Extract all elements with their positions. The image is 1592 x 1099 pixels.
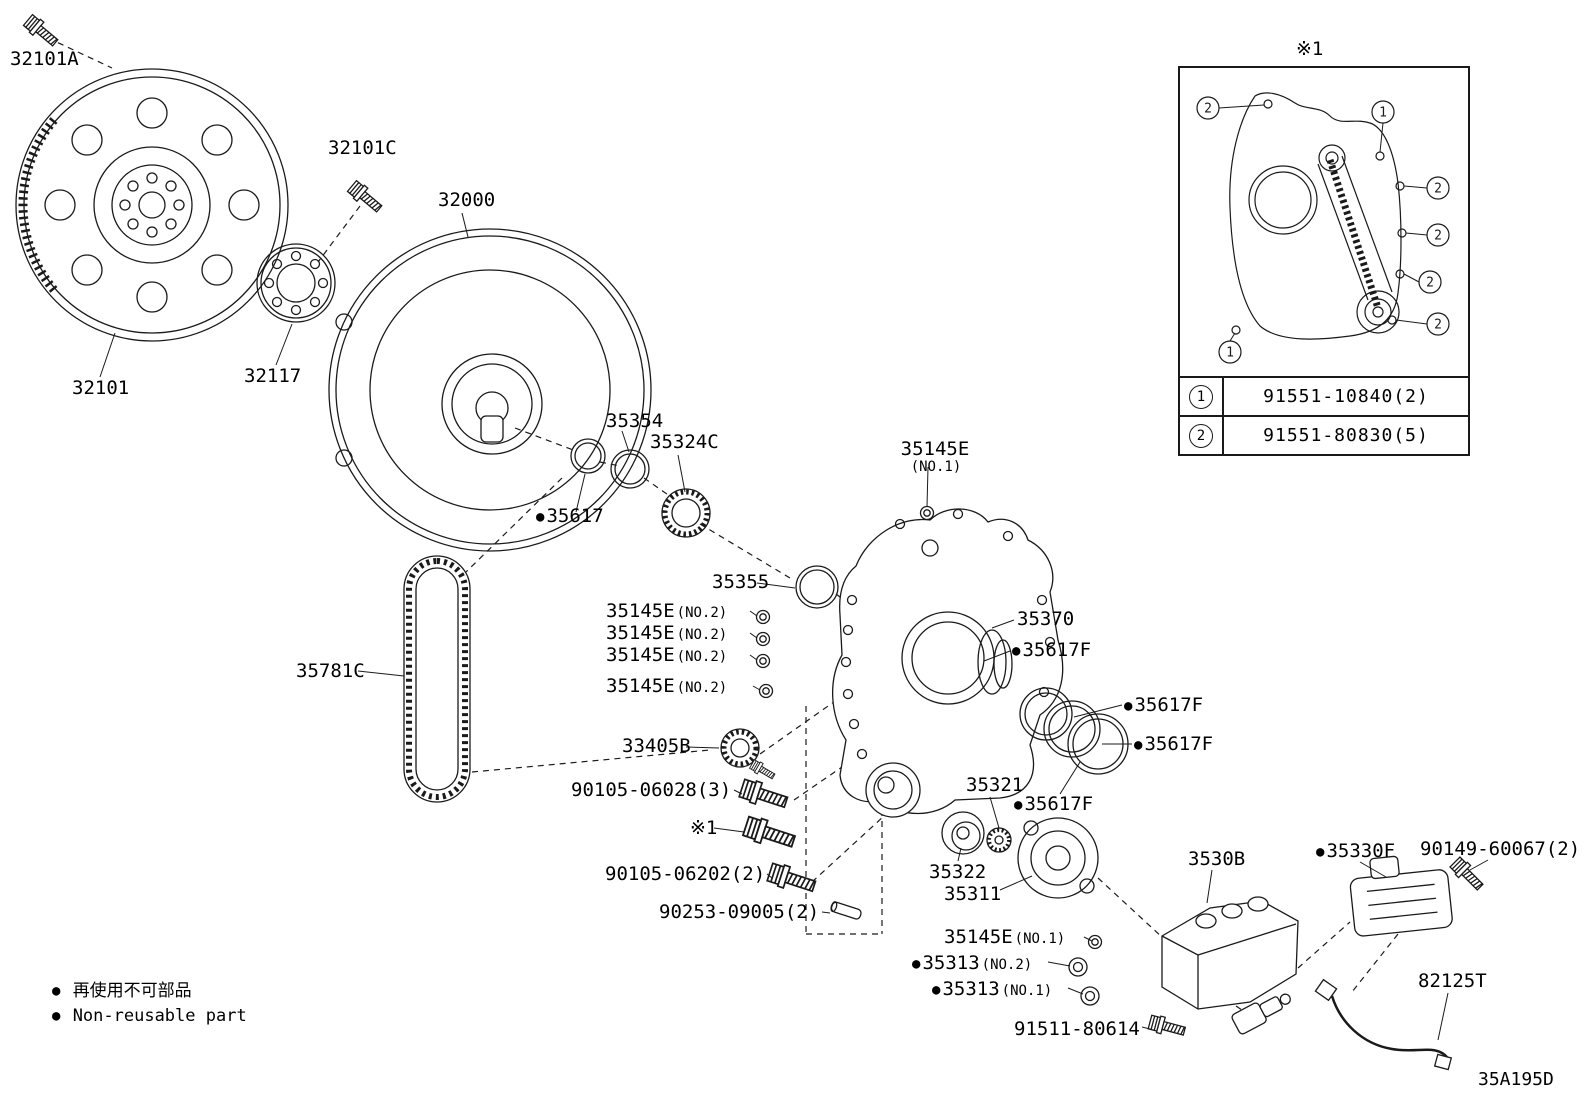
part-label-35370: 35370 [1017, 608, 1075, 630]
part-label-35311: 35311 [944, 883, 1002, 905]
spacer-32117 [256, 243, 336, 323]
pump-gear-35321 [986, 827, 1012, 853]
part-label-35617f-c: ●35617F [1134, 733, 1214, 755]
part-number-91551-80830: 91551-80830(5) [1263, 425, 1429, 446]
part-label-35145e-no2-2: 35145E(NO.2) [606, 622, 728, 644]
snap-ring-35355 [795, 565, 839, 609]
bolt-91511-80614 [1147, 1013, 1188, 1041]
drive-chain-35781c [403, 555, 471, 803]
legend-non-reusable-en: ● Non-reusable part [52, 1006, 247, 1026]
svg-text:2: 2 [1434, 318, 1442, 333]
part-label-32101a: 32101A [10, 48, 79, 70]
part-label-35145e-no2-3: 35145E(NO.2) [606, 644, 728, 666]
callout-badge-2: 2 [1189, 423, 1213, 448]
part-label-35145e-no1-top: 35145E (NO.1) [900, 438, 970, 475]
svg-text:1: 1 [1379, 106, 1387, 121]
part-label-35355: 35355 [712, 571, 770, 593]
part-label-3530b: 3530B [1188, 848, 1246, 870]
callout-badge-1: 1 [1189, 384, 1213, 409]
driven-sprocket-33405b [720, 728, 777, 783]
washers-35313 [1068, 957, 1100, 1006]
part-label-35781c: 35781C [296, 660, 365, 682]
part-label-35617: ●35617 [536, 505, 604, 527]
part-label-35354: 35354 [606, 410, 664, 432]
snap-ring-35354 [610, 449, 650, 489]
note-marker-1: ※1 [690, 817, 718, 839]
chain-cover-plate [1229, 92, 1402, 340]
part-label-35617f-b: ●35617F [1124, 694, 1204, 716]
part-label-35330f: ●35330F [1316, 840, 1396, 862]
part-label-35145e-no2-1: 35145E(NO.2) [606, 600, 728, 622]
inset-table-row-2: 2 91551-80830(5) [1180, 415, 1468, 454]
callout-1: 1 [1371, 100, 1395, 124]
part-label-91511-80614: 91511-80614 [1014, 1018, 1140, 1040]
part-label-35617f-a: ●35617F [1012, 639, 1092, 661]
torque-converter-32000 [328, 228, 652, 552]
part-label-90105-06028: 90105-06028(3) [571, 779, 732, 801]
part-label-32101: 32101 [72, 377, 130, 399]
svg-text:2: 2 [1434, 182, 1442, 197]
pin-90253-09005 [830, 901, 862, 920]
label-leader-lines [99, 212, 1489, 1041]
gear-ring-35324c [661, 488, 711, 538]
inset-callout-leaders [1218, 104, 1428, 342]
inset-title: ※1 [1296, 38, 1324, 60]
oil-pump-body-35370 [832, 508, 1064, 818]
part-label-33405b: 33405B [622, 735, 691, 757]
callout-2: 2 [1196, 96, 1220, 120]
part-label-90253-09005: 90253-09005(2) [659, 901, 820, 923]
bolt-32101c [345, 178, 386, 216]
part-label-32000: 32000 [438, 189, 496, 211]
svg-text:2: 2 [1434, 229, 1442, 244]
solenoid-block-35330f [1349, 855, 1453, 937]
part-label-35313-no2: ●35313(NO.2) [912, 952, 1033, 974]
callout-2: 2 [1426, 312, 1450, 336]
bolt-90105-06028 [737, 776, 791, 814]
legend-non-reusable-jp: ● 再使用不可部品 [52, 981, 192, 1001]
part-number-91551-10840: 91551-10840(2) [1263, 386, 1429, 407]
part-label-90105-06202: 90105-06202(2) [605, 863, 766, 885]
part-label-35322: 35322 [929, 861, 987, 883]
inset-detail-box: 2 1 2 2 2 2 1 1 91551-10840(2) 2 91551-8… [1178, 66, 1470, 456]
inset-callouts: 2 1 2 2 2 2 1 [1196, 96, 1450, 364]
svg-text:1: 1 [1226, 346, 1234, 361]
callout-cell: 1 [1180, 378, 1224, 415]
solenoid-small [1231, 993, 1291, 1035]
pump-cover-35311 [1017, 817, 1099, 899]
drive-plate-32101 [15, 68, 289, 342]
part-label-90149-60067: 90149-60067(2) [1420, 838, 1581, 860]
part-label-82125t: 82125T [1418, 970, 1487, 992]
inset-parts-table: 1 91551-10840(2) 2 91551-80830(5) [1180, 376, 1468, 454]
svg-text:2: 2 [1426, 276, 1434, 291]
svg-text:2: 2 [1204, 102, 1212, 117]
callout-2: 2 [1418, 270, 1442, 294]
bolt-note1 [741, 813, 798, 854]
inset-artwork: 2 1 2 2 2 2 1 [1196, 92, 1450, 364]
part-label-35617f-d: ●35617F [1014, 793, 1094, 815]
callout-cell: 2 [1180, 417, 1224, 454]
part-label-35145e-no1-bot: 35145E(NO.1) [944, 926, 1066, 948]
bolt-90149-60067 [1448, 855, 1487, 894]
diagram-code: 35A195D [1478, 1069, 1554, 1090]
callout-1: 1 [1218, 340, 1242, 364]
callout-2: 2 [1426, 223, 1450, 247]
part-label-35324c: 35324C [650, 431, 719, 453]
part-label-35313-no1: ●35313(NO.1) [932, 978, 1053, 1000]
wire-82125t [1314, 978, 1453, 1071]
inset-table-row-1: 1 91551-10840(2) [1180, 378, 1468, 415]
part-label-35145e-no2-4: 35145E(NO.2) [606, 675, 728, 697]
bolt-32101a [21, 12, 62, 50]
valve-body-3530b [1161, 896, 1299, 1010]
callout-2: 2 [1426, 176, 1450, 200]
pump-rotor-35322 [941, 811, 985, 855]
seal-ring-35617 [570, 438, 606, 474]
part-label-32117: 32117 [244, 365, 302, 387]
bolt-90105-06202 [765, 860, 819, 898]
part-label-35321: 35321 [966, 774, 1024, 796]
part-label-32101c: 32101C [328, 137, 397, 159]
